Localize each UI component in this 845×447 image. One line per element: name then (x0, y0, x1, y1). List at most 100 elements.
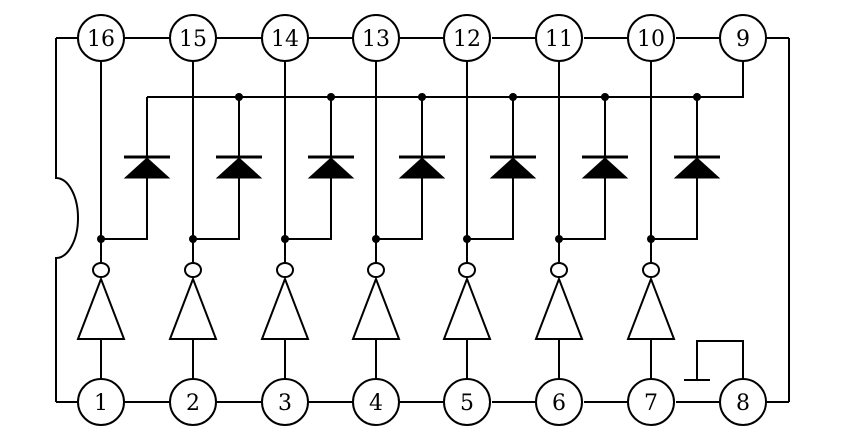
package-left-edge (55, 38, 79, 402)
inverter-bubble (276, 262, 294, 278)
bus-junction-dot (327, 93, 335, 101)
inverter-bubble (550, 262, 568, 278)
bus-junction-dot (235, 93, 243, 101)
diode-branch-wire (651, 97, 698, 240)
diode-body (489, 157, 537, 179)
pin-7: 7 (627, 378, 675, 426)
pin-9: 9 (719, 14, 767, 62)
diode-branch-wire (193, 97, 240, 240)
pin-14: 14 (261, 14, 309, 62)
pin-circle (719, 14, 767, 62)
wiring (100, 61, 744, 379)
driver-triangle (260, 276, 310, 340)
pin-label: 11 (545, 27, 573, 52)
pin-12: 12 (443, 14, 491, 62)
pin-label: 14 (271, 27, 299, 52)
pin-label: 5 (460, 391, 474, 416)
junction-dot (97, 235, 105, 243)
pin-circle (169, 378, 217, 426)
pin-circle (352, 378, 400, 426)
pin-label: 1 (94, 391, 108, 416)
pin-13: 13 (352, 14, 400, 62)
driver-triangle (168, 276, 218, 340)
diode-branch-wire (101, 97, 148, 240)
diode-body (673, 157, 721, 179)
pin-2: 2 (169, 378, 217, 426)
ground-wire (696, 340, 744, 380)
driver-triangle (351, 276, 401, 340)
pin-circle (77, 378, 125, 426)
pin-label: 16 (87, 27, 115, 52)
junction-dot (555, 235, 563, 243)
ground-symbol (684, 340, 744, 381)
common-diode-bus (147, 61, 744, 98)
diodes (123, 155, 721, 179)
pin-circle (535, 14, 583, 62)
pin-5: 5 (443, 378, 491, 426)
junction-dot (189, 235, 197, 243)
pin-label: 6 (552, 391, 566, 416)
pin-label: 13 (362, 27, 390, 52)
pin-circle (261, 14, 309, 62)
pin-label: 2 (186, 391, 200, 416)
driver-triangle (534, 276, 584, 340)
pin-circle (627, 14, 675, 62)
pin-15: 15 (169, 14, 217, 62)
driver-triangle (626, 276, 676, 340)
pin-circle (719, 378, 767, 426)
inverter-bubble (367, 262, 385, 278)
inverter-bubble (92, 262, 110, 278)
driver-triangle (76, 276, 126, 340)
bus-junction-dot (601, 93, 609, 101)
pin-label: 12 (453, 27, 481, 52)
pin-16: 16 (77, 14, 125, 62)
inverter-bubble (184, 262, 202, 278)
junction-dots (97, 93, 701, 243)
pin-circle (443, 14, 491, 62)
pin-10: 10 (627, 14, 675, 62)
pin-label: 3 (278, 391, 292, 416)
pin-circle (169, 14, 217, 62)
diode-body (307, 157, 355, 179)
pin-11: 11 (535, 14, 583, 62)
pin-label: 4 (369, 391, 383, 416)
pin-label: 8 (736, 391, 750, 416)
pin-6: 6 (535, 378, 583, 426)
package-outline (55, 37, 790, 403)
pin-label: 15 (179, 27, 207, 52)
pin-8: 8 (719, 378, 767, 426)
pin-3: 3 (261, 378, 309, 426)
pin-1: 1 (77, 378, 125, 426)
junction-dot (372, 235, 380, 243)
pin-circle (77, 14, 125, 62)
driver-gates (76, 262, 676, 340)
bus-junction-dot (693, 93, 701, 101)
pin-label: 9 (736, 27, 750, 52)
diode-branch-wire (467, 97, 514, 240)
pin-label: 7 (644, 391, 658, 416)
diode-body (398, 157, 446, 179)
pin-label: 10 (637, 27, 665, 52)
diode-branch-wire (376, 97, 423, 240)
inverter-bubble (458, 262, 476, 278)
diode-body (123, 157, 171, 179)
driver-triangle (442, 276, 492, 340)
diode-body (581, 157, 629, 179)
pin-circle (535, 378, 583, 426)
bus-junction-dot (418, 93, 426, 101)
diode-branch-wire (285, 97, 332, 240)
junction-dot (647, 235, 655, 243)
pin-4: 4 (352, 378, 400, 426)
pin-circle (443, 378, 491, 426)
inverter-bubble (642, 262, 660, 278)
pin-circle (261, 378, 309, 426)
junction-dot (281, 235, 289, 243)
junction-dot (463, 235, 471, 243)
bus-junction-dot (509, 93, 517, 101)
pin-circle (627, 378, 675, 426)
pin-circle (352, 14, 400, 62)
diode-branch-wire (559, 97, 606, 240)
diode-body (215, 157, 263, 179)
